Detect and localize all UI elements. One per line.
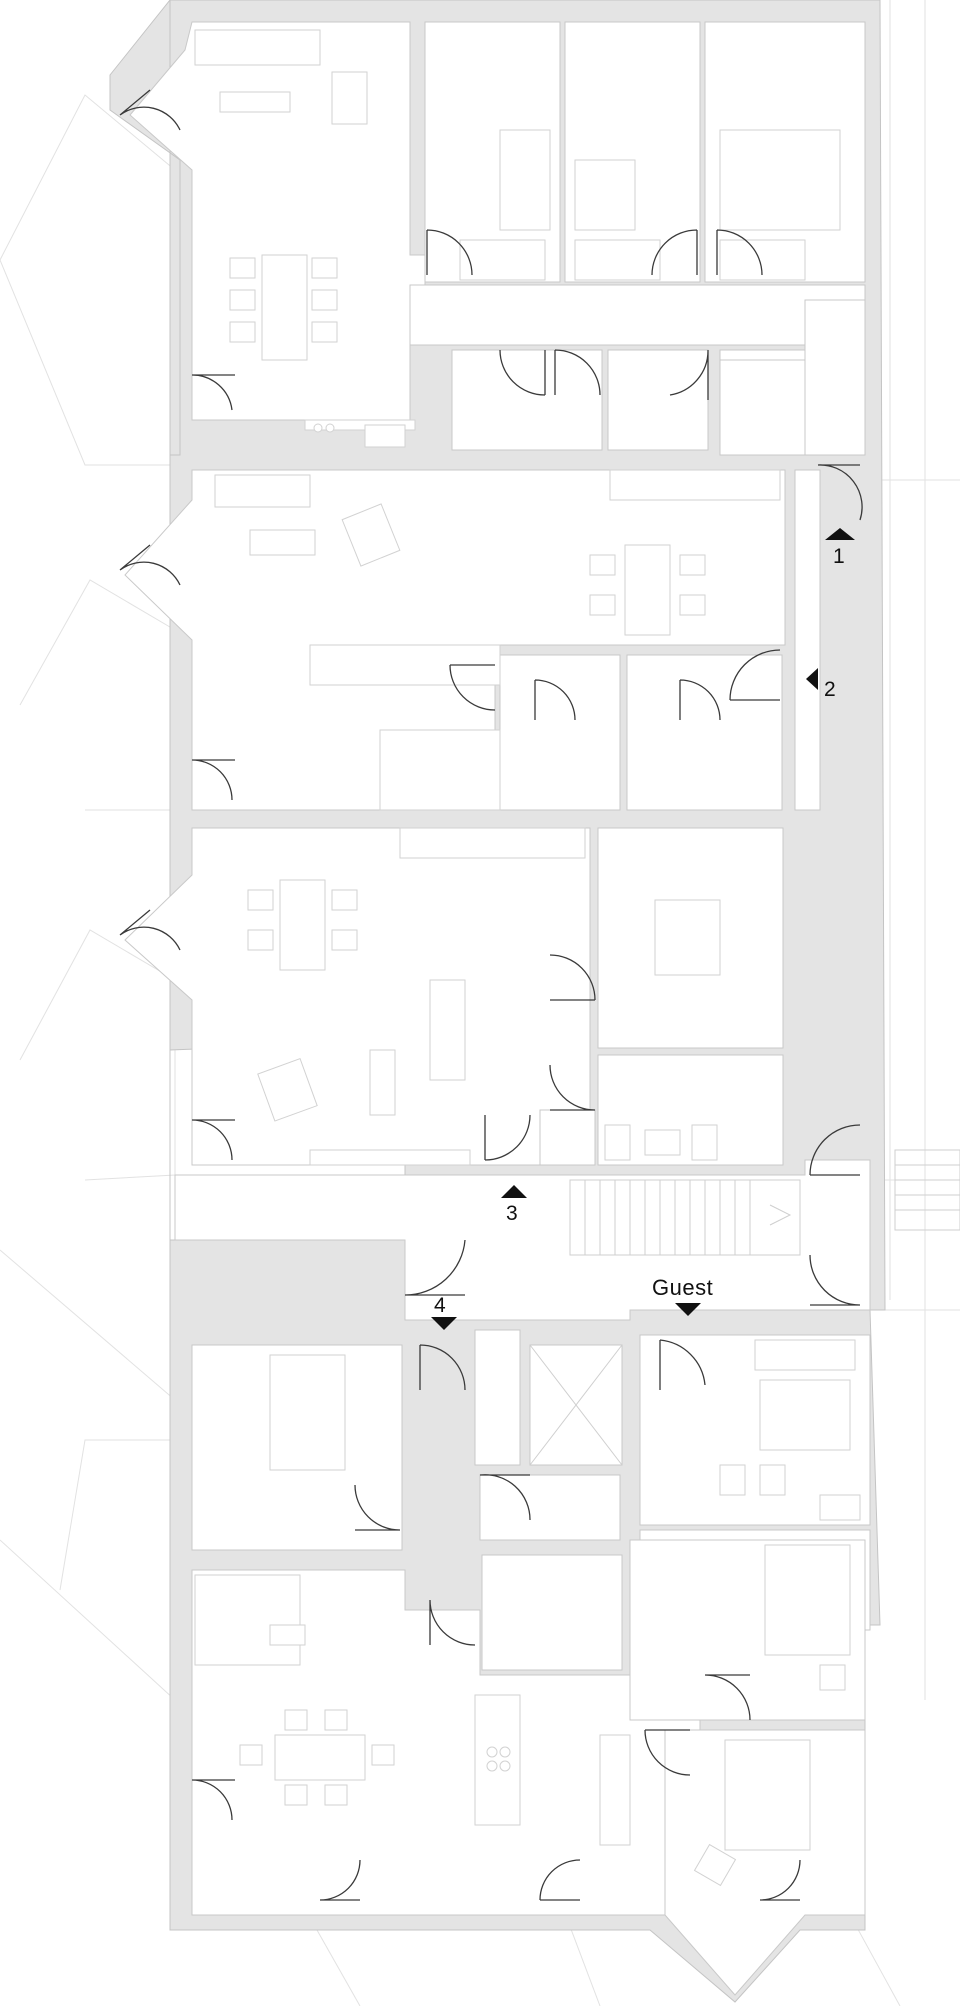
- rooms: [124, 21, 871, 1996]
- entrance-marker-4: 4: [431, 1294, 457, 1330]
- entrance-4-arrow: [431, 1317, 457, 1330]
- entrance-marker-guest: Guest: [652, 1275, 713, 1316]
- entrance-1-label: 1: [833, 545, 845, 568]
- entrance-2-arrow: [806, 668, 818, 690]
- furniture: [194, 29, 861, 1887]
- entrance-guest-arrow: [675, 1303, 701, 1316]
- entrance-3-label: 3: [506, 1202, 518, 1225]
- entrance-3-arrow: [501, 1185, 527, 1198]
- entrance-1-arrow: [825, 528, 855, 540]
- entrance-2-label: 2: [824, 678, 836, 701]
- entrance-4-label: 4: [434, 1294, 446, 1317]
- entrance-markers: 1 2 3 4 Guest: [431, 528, 855, 1330]
- entrance-marker-3: 3: [501, 1185, 527, 1225]
- doors: [119, 89, 863, 1901]
- entrance-guest-label: Guest: [652, 1275, 713, 1300]
- entrance-marker-2: 2: [806, 668, 836, 701]
- entrance-marker-1: 1: [825, 528, 855, 568]
- stair: [569, 1179, 801, 1256]
